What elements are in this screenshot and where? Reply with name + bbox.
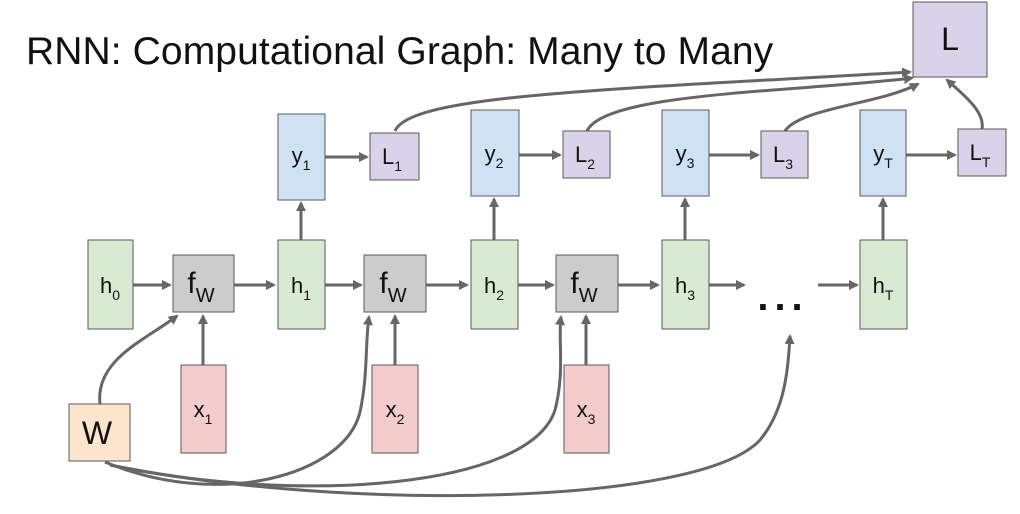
svg-text:x3: x3 [577, 397, 596, 427]
node-hT[interactable]: hT [859, 239, 908, 330]
node-h1[interactable]: h1 [277, 239, 326, 330]
edge-W-f3 [109, 315, 565, 488]
svg-text:L: L [941, 21, 959, 57]
svg-text:LT: LT [970, 140, 991, 170]
nodes: h0 h1 h2 h3 hT fW [68, 1, 1007, 462]
svg-text:x1: x1 [194, 397, 213, 427]
node-y2[interactable]: y2 [470, 109, 520, 197]
node-fw-2[interactable]: fW [363, 254, 427, 313]
node-x3[interactable]: x3 [563, 364, 610, 454]
edge-L2-L [585, 74, 914, 132]
node-x1[interactable]: x1 [180, 364, 227, 454]
node-x2[interactable]: x2 [371, 364, 419, 454]
svg-text:fW: fW [187, 267, 214, 307]
ellipsis: ... [757, 275, 808, 319]
node-L1[interactable]: L1 [369, 132, 420, 181]
edge-L3-L [783, 82, 920, 132]
svg-text:L1: L1 [382, 144, 402, 174]
svg-text:h1: h1 [291, 273, 311, 303]
node-y1[interactable]: y1 [277, 113, 326, 201]
edge-W-dots [114, 334, 795, 497]
node-L2[interactable]: L2 [562, 130, 611, 179]
edge-L1-L [393, 67, 912, 132]
edge-W-f1 [98, 314, 179, 405]
node-weight-W[interactable]: W [68, 403, 131, 462]
svg-text:h0: h0 [100, 273, 120, 303]
svg-text:h2: h2 [484, 273, 504, 303]
svg-text:yT: yT [873, 141, 893, 171]
svg-text:L2: L2 [575, 142, 595, 172]
node-yT[interactable]: yT [859, 109, 907, 197]
node-total-loss[interactable]: L [912, 1, 988, 78]
edges [98, 67, 984, 497]
svg-text:h3: h3 [675, 273, 695, 303]
svg-text:fW: fW [379, 267, 406, 307]
node-LT[interactable]: LT [957, 128, 1007, 177]
svg-text:L3: L3 [773, 142, 793, 172]
svg-text:y3: y3 [676, 141, 695, 171]
svg-text:x2: x2 [386, 397, 405, 427]
svg-text:hT: hT [873, 273, 894, 303]
svg-text:y2: y2 [485, 141, 504, 171]
edge-W-f2 [104, 315, 373, 486]
svg-text:y1: y1 [292, 143, 311, 173]
node-fw-3[interactable]: fW [555, 254, 619, 313]
node-fw-1[interactable]: fW [172, 254, 235, 313]
node-y3[interactable]: y3 [661, 109, 710, 197]
edge-LT-L [945, 78, 984, 130]
svg-text:W: W [82, 415, 113, 451]
slide-title: RNN: Computational Graph: Many to Many [26, 30, 774, 73]
node-h3[interactable]: h3 [661, 239, 710, 330]
node-L3[interactable]: L3 [760, 130, 809, 179]
svg-text:fW: fW [570, 267, 597, 307]
node-h0[interactable]: h0 [87, 239, 134, 330]
node-h2[interactable]: h2 [470, 239, 519, 330]
